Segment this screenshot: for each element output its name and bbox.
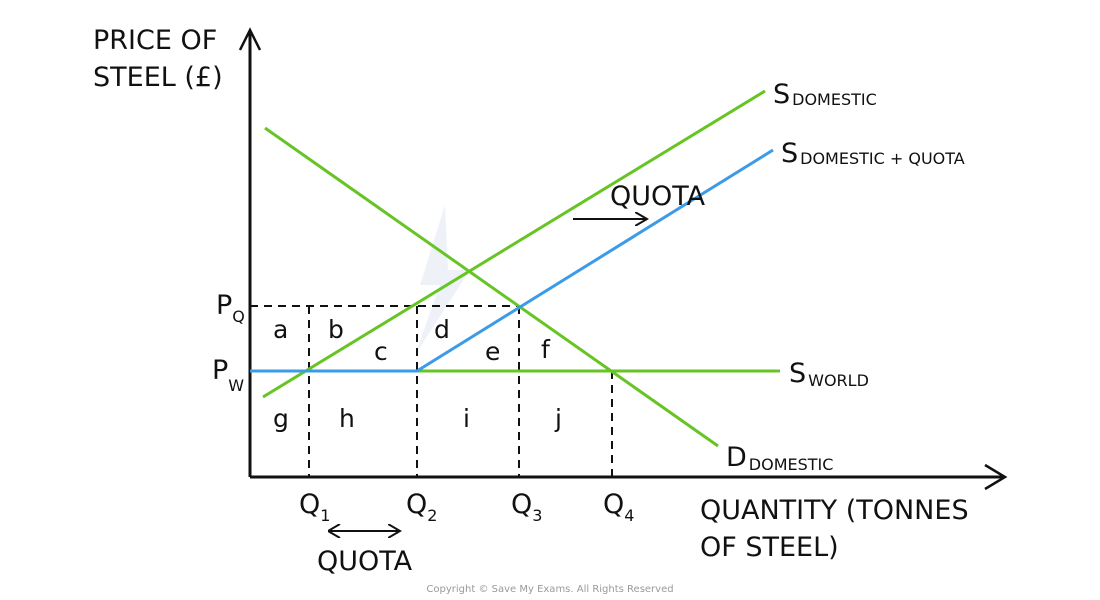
pq-label: PQ bbox=[216, 290, 245, 326]
area-f-label: f bbox=[541, 335, 551, 364]
area-i-label: i bbox=[463, 404, 470, 433]
q2-label: Q2 bbox=[406, 489, 437, 525]
x-axis-label-line2: OF STEEL) bbox=[700, 532, 839, 563]
area-c-label: c bbox=[374, 337, 388, 366]
pw-label: PW bbox=[212, 355, 244, 395]
area-a-label: a bbox=[273, 315, 288, 344]
d-domestic-line bbox=[264, 126, 719, 448]
y-axis-label-line2: STEEL (£) bbox=[93, 62, 223, 93]
s-domestic-line bbox=[262, 89, 766, 399]
quota-range-label: QUOTA bbox=[317, 546, 413, 577]
x-axis-arrow-icon bbox=[984, 463, 1008, 491]
q1-label: Q1 bbox=[299, 489, 330, 525]
x-axis-label-line1: QUANTITY (TONNES bbox=[700, 495, 969, 526]
quota-shift-label: QUOTA bbox=[610, 181, 706, 212]
watermark-logo bbox=[415, 205, 470, 355]
area-e-label: e bbox=[485, 337, 500, 366]
area-b-label: b bbox=[328, 315, 344, 344]
area-d-label: d bbox=[434, 315, 450, 344]
s-domestic-quota-line bbox=[250, 148, 774, 373]
y-axis-label-line1: PRICE OF bbox=[93, 25, 217, 56]
copyright-text: Copyright © Save My Exams. All Rights Re… bbox=[426, 584, 673, 595]
area-g-label: g bbox=[273, 404, 289, 433]
q3-label: Q3 bbox=[511, 489, 542, 525]
q4-label: Q4 bbox=[603, 489, 634, 525]
area-j-label: j bbox=[554, 404, 562, 433]
area-h-label: h bbox=[339, 404, 355, 433]
y-axis-arrow-icon bbox=[238, 27, 262, 51]
